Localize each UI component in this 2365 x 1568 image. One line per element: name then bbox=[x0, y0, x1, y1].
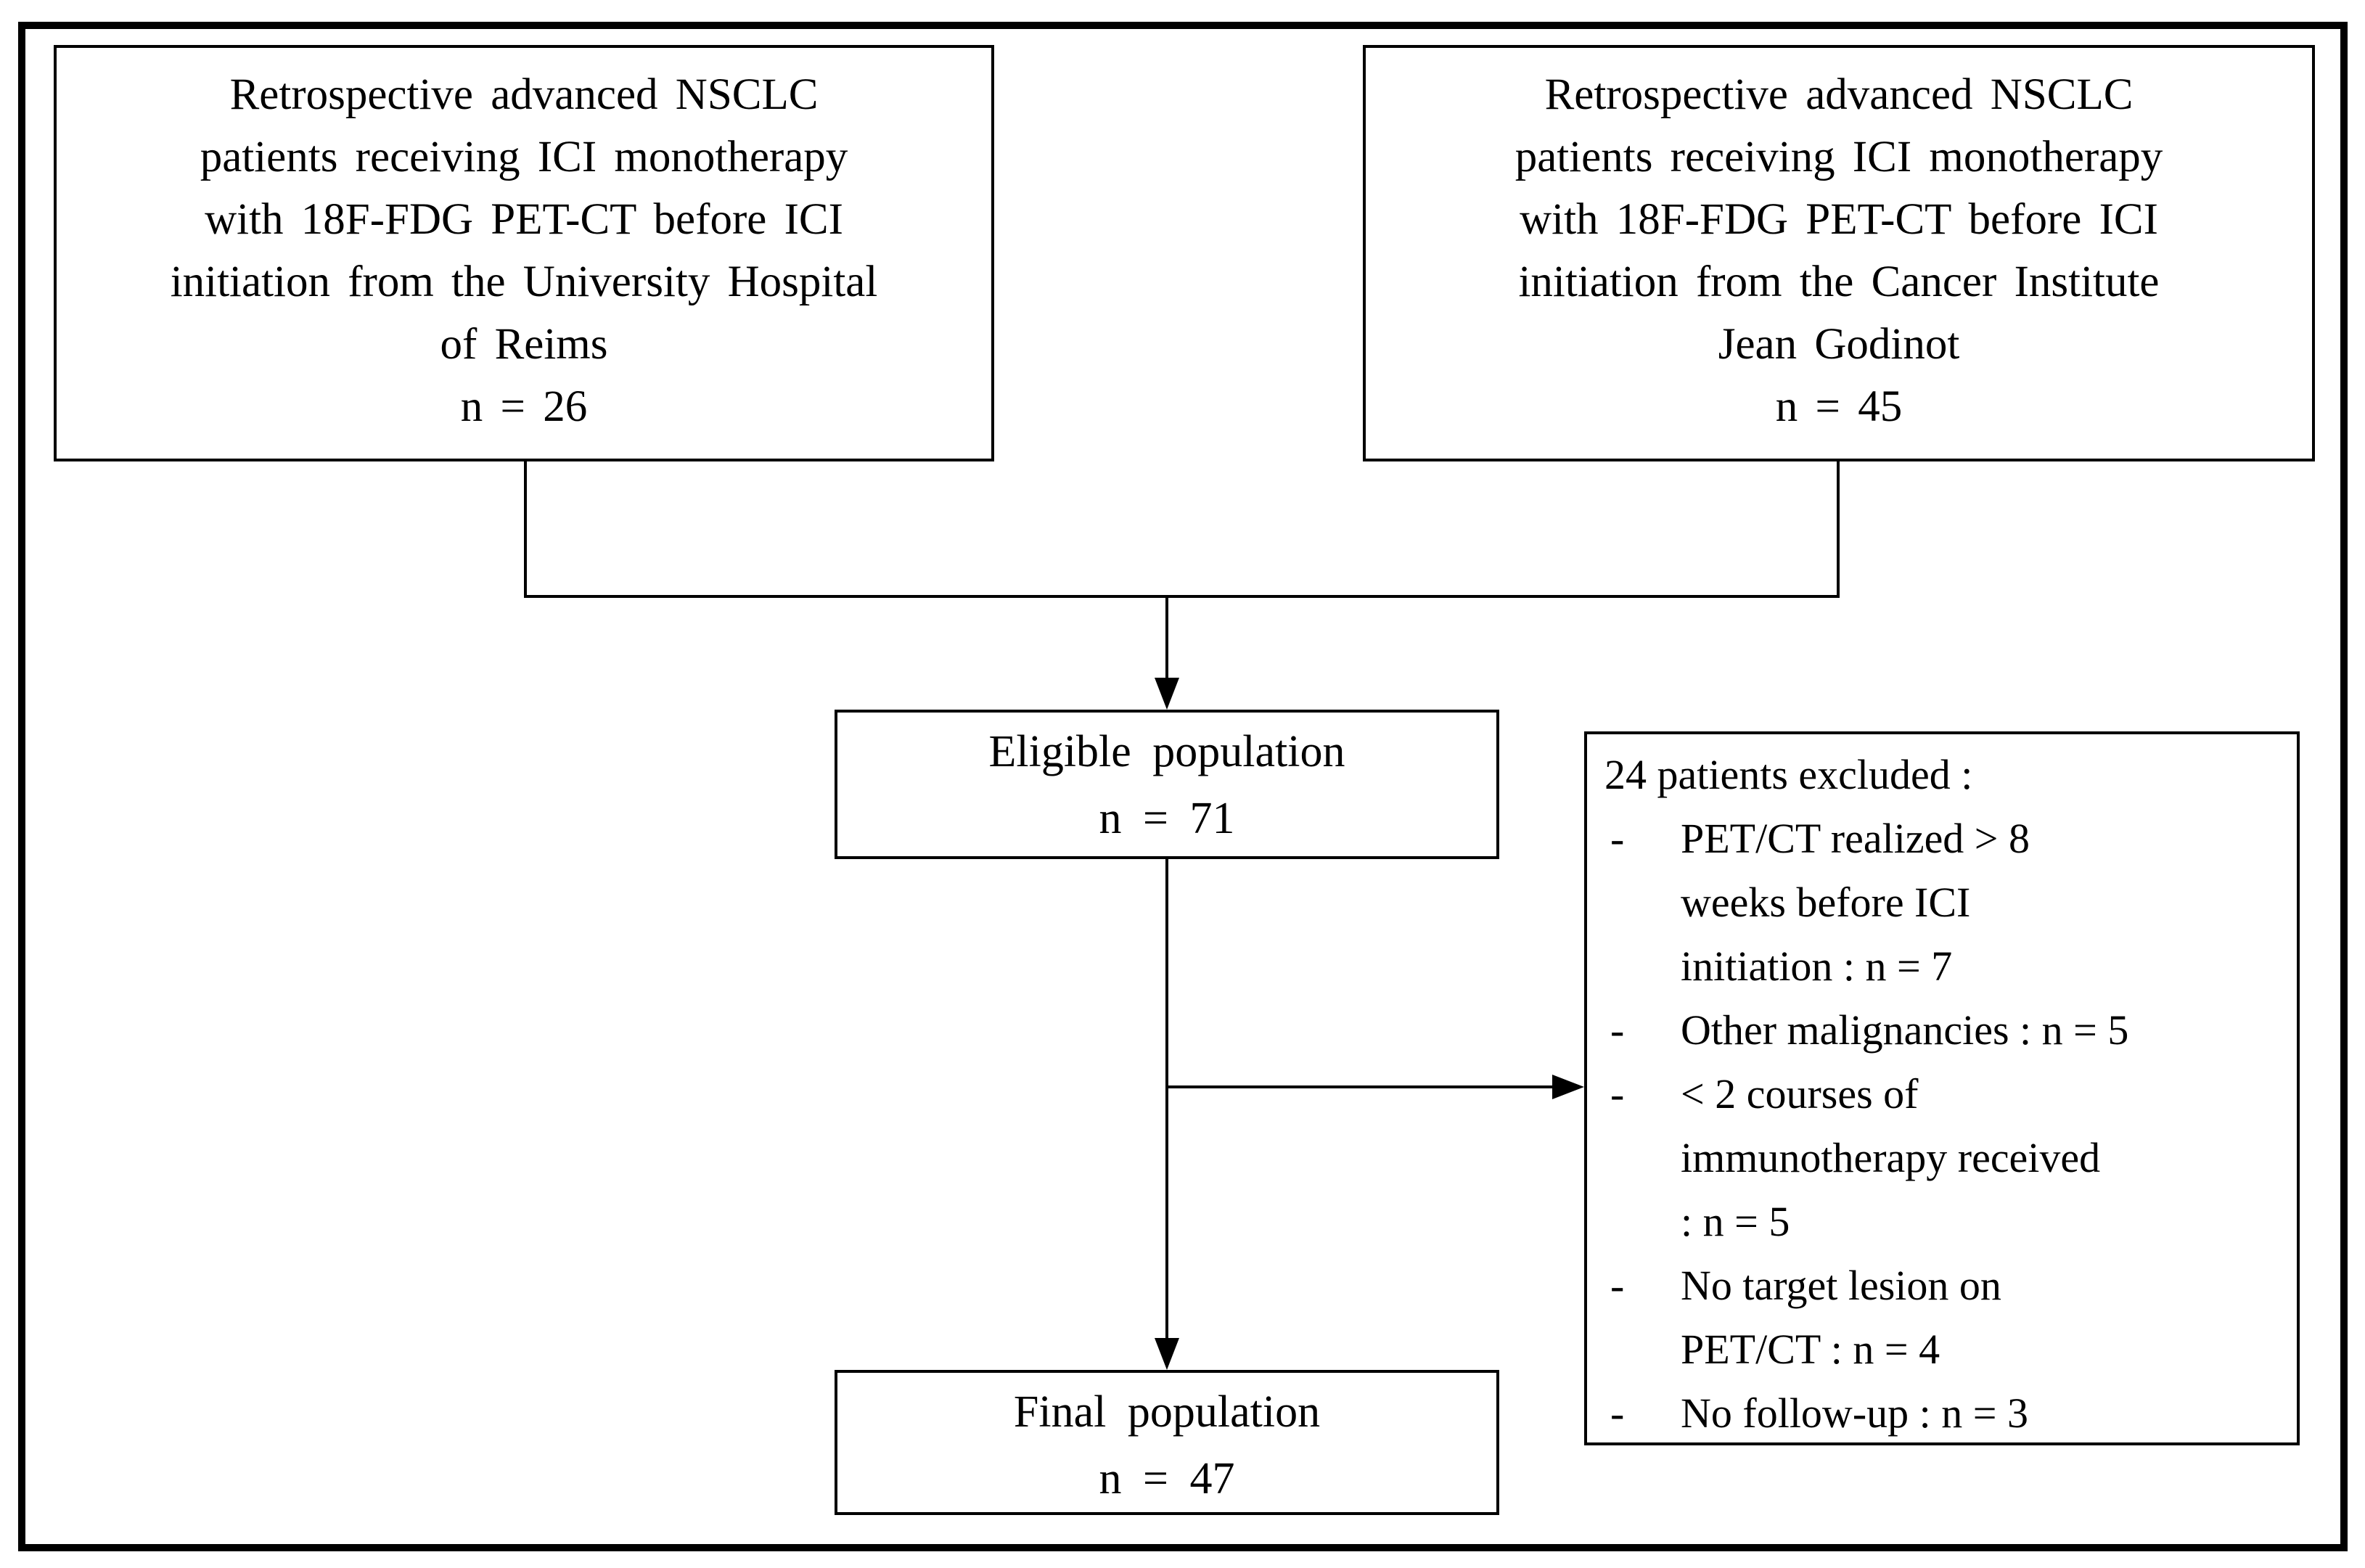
bullet-dash: - bbox=[1610, 1070, 1625, 1117]
bullet-dash: - bbox=[1610, 815, 1625, 862]
arrowhead-into-eligible bbox=[1155, 678, 1179, 710]
excluded-heading: 24 patients excluded : bbox=[1604, 751, 1973, 798]
excluded-item-other-malignancies: - Other malignancies : n = 5 bbox=[1604, 998, 2288, 1062]
box-source-university-hospital-reims: Retrospective advanced NSCLC patients re… bbox=[54, 45, 994, 461]
bullet-dash: - bbox=[1610, 1262, 1625, 1309]
box-excluded-patients: 24 patients excluded : - PET/CT realized… bbox=[1584, 731, 2300, 1445]
excluded-item-text: < 2 courses of immunotherapy received : … bbox=[1681, 1070, 2101, 1245]
box-eligible-population: Eligible population n = 71 bbox=[835, 710, 1499, 859]
excluded-item-text: PET/CT realized > 8 weeks before ICI ini… bbox=[1681, 815, 2030, 990]
connector-branch-to-excluded bbox=[1165, 1085, 1554, 1088]
connector-to-eligible bbox=[1165, 595, 1168, 682]
excluded-item-no-follow-up: - No follow-up : n = 3 bbox=[1604, 1382, 2288, 1445]
bullet-dash: - bbox=[1610, 1006, 1625, 1054]
connector-left-stub bbox=[524, 460, 527, 598]
box-source-cancer-institute-jean-godinot: Retrospective advanced NSCLC patients re… bbox=[1363, 45, 2315, 461]
excluded-item-text: No target lesion on PET/CT : n = 4 bbox=[1681, 1262, 2001, 1373]
connector-merge-bar bbox=[524, 595, 1840, 598]
excluded-item-pet-ct-delay: - PET/CT realized > 8 weeks before ICI i… bbox=[1604, 807, 2288, 998]
arrowhead-into-excluded bbox=[1552, 1075, 1584, 1099]
connector-right-stub bbox=[1837, 460, 1840, 598]
bullet-dash: - bbox=[1610, 1390, 1625, 1437]
excluded-item-text: Other malignancies : n = 5 bbox=[1681, 1006, 2129, 1054]
connector-to-final bbox=[1165, 859, 1168, 1339]
excluded-item-under-2-courses: - < 2 courses of immunotherapy received … bbox=[1604, 1062, 2288, 1254]
arrowhead-into-final bbox=[1155, 1338, 1179, 1370]
box-final-population: Final population n = 47 bbox=[835, 1370, 1499, 1515]
excluded-item-text: No follow-up : n = 3 bbox=[1681, 1390, 2028, 1437]
excluded-item-no-target-lesion: - No target lesion on PET/CT : n = 4 bbox=[1604, 1254, 2288, 1382]
